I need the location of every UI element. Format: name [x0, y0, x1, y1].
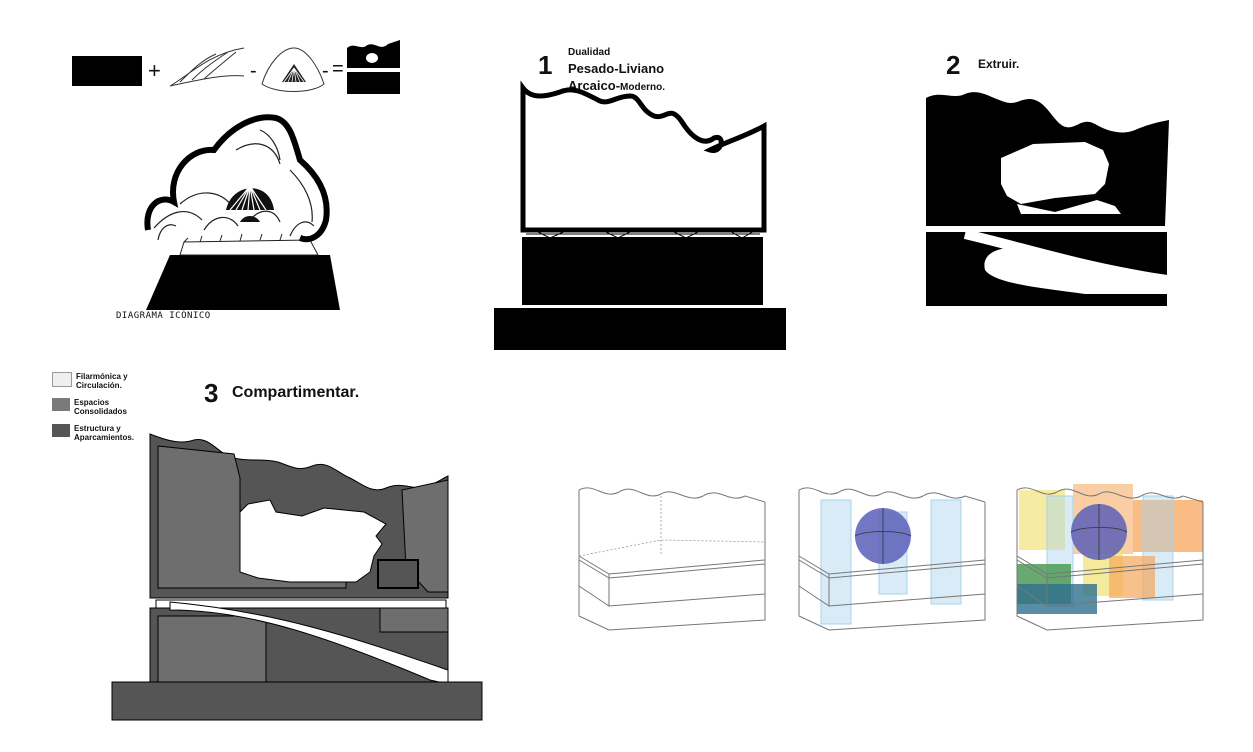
equation-block-black: [72, 56, 142, 86]
legend-label: Estructura y Aparcamientos.: [74, 424, 135, 442]
legend-label: Espacios Consolidados: [74, 398, 127, 416]
axonometric-view-outline: [578, 487, 766, 631]
equals-sign: =: [332, 58, 344, 80]
minus-sign-2: -: [322, 60, 329, 82]
step-3-label: Compartimentar.: [232, 384, 360, 401]
legend-item-espacios: Espacios Consolidados: [52, 398, 164, 416]
shell-sketch-icon: [261, 47, 325, 92]
step-1-diagram: [494, 80, 786, 350]
iconic-sketch: [144, 114, 340, 310]
wave-sketch-icon: [169, 47, 245, 87]
legend-label: Filarmónica y Circulación.: [76, 372, 128, 390]
step-2-diagram: [926, 92, 1169, 306]
step-1-line1: Dualidad: [568, 47, 611, 58]
step-2-number: 2: [946, 50, 961, 80]
plus-sign: +: [148, 58, 161, 83]
step-3-diagram: [111, 433, 483, 721]
legend-item-filarmonica: Filarmónica y Circulación.: [52, 372, 166, 390]
step-1-line3: Arcaico-Moderno.: [568, 78, 665, 93]
step-3-number: 3: [204, 378, 219, 408]
legend-item-estructura: Estructura y Aparcamientos.: [52, 424, 164, 442]
step-1-line3a: Arcaico-: [568, 78, 621, 93]
axonometric-view-glass: [798, 487, 986, 631]
step-1-line3b: Moderno.: [620, 82, 666, 93]
axonometric-view-program: [1016, 484, 1204, 631]
legend-swatch: [52, 398, 70, 411]
minus-sign-1: -: [250, 60, 257, 82]
step-1-line2: Pesado-Liviano: [568, 61, 665, 76]
result-thumbnail-icon: [347, 40, 400, 94]
step-1-number: 1: [538, 50, 553, 80]
legend-swatch: [52, 372, 72, 387]
legend-swatch: [52, 424, 70, 437]
step-2-label: Extruir.: [978, 57, 1020, 71]
iconic-caption: DIAGRAMA ICÓNICO: [116, 311, 211, 321]
